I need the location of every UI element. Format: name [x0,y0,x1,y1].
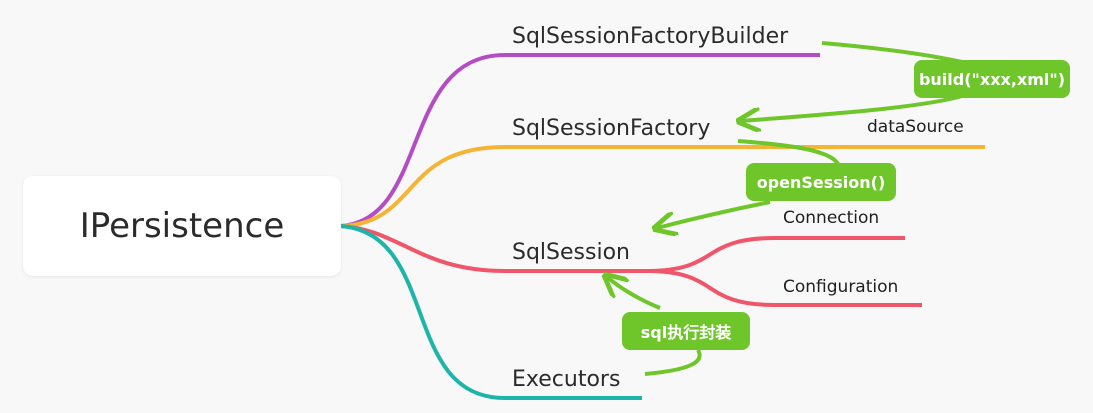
node-sqlsessionfactory[interactable]: SqlSessionFactory [512,116,711,141]
annotation-sql-exec[interactable]: sql执行封装 [622,312,750,350]
subnode-connection[interactable]: Connection [783,208,880,228]
node-sqlsession[interactable]: SqlSession [512,240,630,265]
annotation-sql-exec-label: sql执行封装 [640,323,732,342]
arrow-open-in [737,139,840,166]
arrow-build-out [741,94,963,121]
annotation-build-label: build("xxx,xml") [918,69,1066,89]
annotation-build[interactable]: build("xxx,xml") [914,60,1070,98]
arrow-build-in [821,41,963,64]
root-label: IPersistence [79,206,285,246]
branch-line-builder [340,53,820,228]
branch-line-factory [340,145,985,228]
branch-line-executors [340,224,642,400]
sub-line-connection [649,236,905,273]
arrow-open-out [657,200,771,228]
annotation-open-session-label: openSession() [756,172,886,192]
root-node[interactable]: IPersistence [23,176,341,276]
sub-line-configuration [649,269,922,307]
subnode-configuration[interactable]: Configuration [783,277,899,297]
node-sqlsessionfactorybuilder[interactable]: SqlSessionFactoryBuilder [512,24,789,49]
subnode-datasource[interactable]: dataSource [867,117,964,137]
arrow-sql-out [607,277,661,310]
node-executors[interactable]: Executors [512,367,621,392]
annotation-open-session[interactable]: openSession() [746,163,896,201]
arrow-sql-in [644,348,702,376]
